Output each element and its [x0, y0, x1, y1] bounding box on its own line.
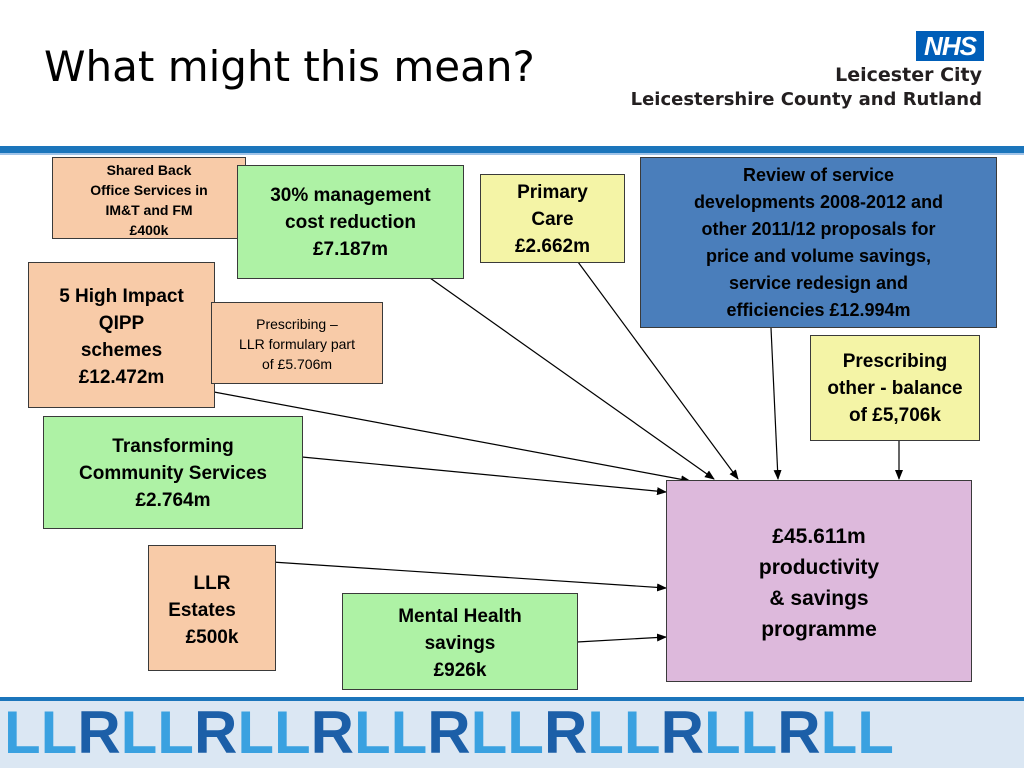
- box-primary-care: Primary Care £2.662m: [480, 174, 625, 263]
- box-management-cost-reduction: 30% management cost reduction £7.187m: [237, 165, 464, 279]
- org-name-county-rutland: Leicestershire County and Rutland: [630, 89, 982, 110]
- llr-strip-segment: LL: [587, 699, 661, 766]
- box-prescribing-formulary: Prescribing – LLR formulary part of £5.7…: [211, 302, 383, 384]
- llr-strip-segment: R: [777, 699, 821, 766]
- llr-strip-segment: LL: [703, 699, 778, 766]
- header-divider: [0, 146, 1024, 155]
- footer-divider: [0, 697, 1024, 701]
- llr-strip-segment: LL: [120, 699, 194, 766]
- box-prescribing-other: Prescribing other - balance of £5,706k: [810, 335, 980, 441]
- llr-strip-segment: LL: [4, 699, 78, 766]
- llr-brand-strip: LLRLLRLLRLLRLLRLLRLLRLL: [4, 703, 894, 763]
- llr-strip-segment: R: [193, 699, 238, 766]
- arrow-community-to-total: [301, 456, 667, 496]
- arrow-primary-care-to-total: [577, 261, 739, 480]
- arrow-qipp-to-total: [213, 391, 691, 484]
- arrow-management-to-total: [429, 277, 715, 480]
- box-review-service-developments: Review of service developments 2008-2012…: [640, 157, 997, 328]
- llr-strip-segment: R: [427, 699, 471, 766]
- slide-title: What might this mean?: [44, 42, 535, 91]
- llr-strip-segment: LL: [237, 699, 311, 766]
- box-mental-health-savings: Mental Health savings £926k: [342, 593, 578, 690]
- arrow-mental-health-to-total: [576, 633, 667, 643]
- box-high-impact-qipp: 5 High Impact QIPP schemes £12.472m: [28, 262, 215, 408]
- footer-llr-band: LLRLLRLLRLLRLLRLLRLLRLL: [0, 697, 1024, 768]
- llr-strip-segment: R: [310, 699, 354, 766]
- nhs-logo: NHS: [916, 31, 984, 61]
- box-transforming-community-services: Transforming Community Services £2.764m: [43, 416, 303, 529]
- llr-strip-segment: R: [543, 699, 588, 766]
- box-programme-total: £45.611m productivity & savings programm…: [666, 480, 972, 682]
- arrow-estates-to-total: [271, 561, 667, 592]
- box-shared-back-office: Shared Back Office Services in IM&T and …: [52, 157, 246, 239]
- llr-strip-segment: LL: [353, 699, 428, 766]
- llr-strip-segment: R: [77, 699, 121, 766]
- arrow-review-to-total: [770, 327, 782, 480]
- llr-strip-segment: LL: [820, 699, 894, 766]
- box-llr-estates: LLR Estates £500k: [148, 545, 276, 671]
- llr-strip-segment: LL: [470, 699, 544, 766]
- org-name-leicester-city: Leicester City: [835, 64, 982, 86]
- llr-strip-segment: R: [660, 699, 704, 766]
